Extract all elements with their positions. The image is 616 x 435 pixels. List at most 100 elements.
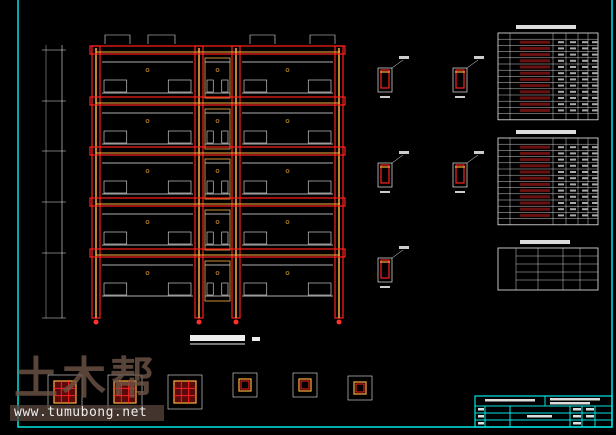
rebar-tag xyxy=(285,271,290,275)
table-cell-hatch xyxy=(520,46,550,50)
table-cell-text xyxy=(558,90,564,93)
section-label xyxy=(399,246,409,249)
tie xyxy=(355,383,365,393)
table-cell-text xyxy=(582,66,588,68)
table-cell-text xyxy=(582,208,588,211)
tie xyxy=(300,380,310,390)
stair-opening xyxy=(204,108,231,150)
table-cell-text xyxy=(558,152,564,155)
section-label xyxy=(474,56,484,59)
rebar-tag xyxy=(285,220,290,224)
table-cell-text xyxy=(570,146,576,149)
title-block-text xyxy=(573,422,581,425)
table-cell-text xyxy=(570,164,576,167)
rebar-bend xyxy=(103,130,128,144)
table-cell-text xyxy=(582,214,588,217)
column-section-6 xyxy=(347,375,373,401)
section-name xyxy=(455,191,465,193)
rebar-tag xyxy=(145,169,150,173)
rebar-bend xyxy=(307,282,332,296)
title-block-text xyxy=(550,402,590,405)
title-block-text xyxy=(478,422,484,425)
table-cell-text xyxy=(582,146,588,149)
table-cell-text xyxy=(582,47,588,50)
table-cell-hatch xyxy=(520,164,550,168)
rebar-tag xyxy=(215,169,220,173)
rebar-bend xyxy=(167,79,192,93)
column-base-marker xyxy=(233,319,239,325)
title-block-text xyxy=(478,415,484,418)
table-cell-text xyxy=(558,66,564,68)
table-cell-text xyxy=(592,195,598,198)
table-title xyxy=(516,130,576,134)
title-block xyxy=(474,395,613,428)
rebar-tag xyxy=(285,119,290,123)
table-cell-text xyxy=(570,171,576,173)
column-section-outline xyxy=(167,374,203,410)
table-cell-hatch xyxy=(520,195,550,199)
rebar-bend xyxy=(243,231,268,245)
table-cell-text xyxy=(582,59,588,62)
rebar-tag xyxy=(145,119,150,123)
column-section-outline xyxy=(232,372,258,398)
column-section-5 xyxy=(292,372,318,398)
frame-elevation xyxy=(42,34,346,345)
rebar-table-2 xyxy=(497,130,599,226)
rebar-bend xyxy=(206,282,214,296)
table-cell-text xyxy=(570,208,576,211)
table-cell-text xyxy=(558,171,564,173)
section-outline xyxy=(377,257,393,283)
table-cell-text xyxy=(592,53,598,56)
rebar-bend xyxy=(206,231,214,245)
table-cell-text xyxy=(592,146,598,149)
table-cell-text xyxy=(592,171,598,173)
table-cell-text xyxy=(570,214,576,217)
table-cell-text xyxy=(570,103,576,106)
table-cell-hatch xyxy=(520,213,550,217)
table-cell-hatch xyxy=(520,77,550,81)
table-cell-text xyxy=(592,84,598,87)
beam-floor-2 xyxy=(89,96,346,106)
table-cell-text xyxy=(570,177,576,180)
table-cell-text xyxy=(558,189,564,192)
table-cell-hatch xyxy=(520,84,550,88)
beam-floor-4 xyxy=(89,197,346,207)
column-section-2 xyxy=(107,374,143,410)
table-cell-text xyxy=(570,66,576,68)
rebar-bend xyxy=(167,231,192,245)
rebar-tag xyxy=(285,68,290,72)
table-cell-hatch xyxy=(520,40,550,44)
section-label xyxy=(474,151,484,154)
beam-floor-3 xyxy=(89,146,346,156)
rebar-bend xyxy=(221,231,229,245)
table-cell-text xyxy=(570,72,576,75)
table-cell-text xyxy=(558,214,564,217)
material-table xyxy=(497,240,599,291)
table-cell-text xyxy=(582,78,588,81)
column-section-outline xyxy=(347,375,373,401)
table-cell-text xyxy=(592,41,598,44)
rebar-bend xyxy=(221,282,229,296)
rebar-bend xyxy=(307,130,332,144)
beam-section-4 xyxy=(452,151,484,193)
title-block-text xyxy=(527,415,552,418)
table-cell-text xyxy=(592,78,598,81)
table-cell-text xyxy=(592,72,598,75)
rebar-tag xyxy=(215,119,220,123)
column-section xyxy=(298,378,312,392)
table-title xyxy=(516,25,576,29)
table-cell-text xyxy=(570,84,576,87)
table-cell-text xyxy=(558,53,564,56)
table-cell-text xyxy=(592,158,598,161)
rebar-tag xyxy=(215,271,220,275)
title-block-frame xyxy=(474,395,613,428)
section-outline xyxy=(452,67,468,93)
rebar-bend xyxy=(307,79,332,93)
table-cell-text xyxy=(582,72,588,75)
rebar-tag xyxy=(145,68,150,72)
table-cell-text xyxy=(558,47,564,50)
table-cell-text xyxy=(582,183,588,186)
section-name xyxy=(455,96,465,98)
table-cell-hatch xyxy=(520,145,550,149)
